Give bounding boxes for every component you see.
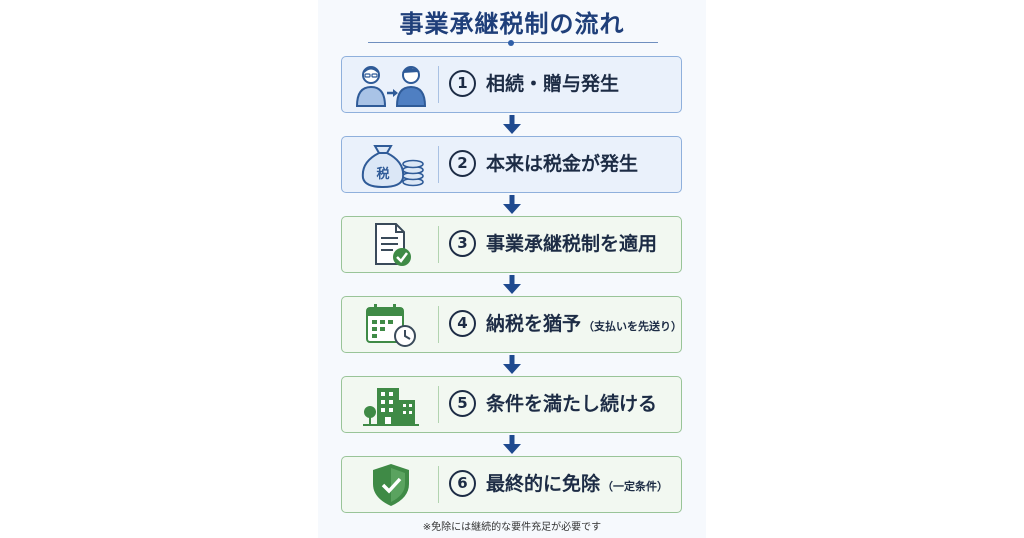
calendar-clock-icon: [352, 301, 430, 348]
document-check-icon: [352, 221, 430, 268]
down-arrow-icon: [503, 195, 521, 214]
down-arrow-icon: [503, 435, 521, 454]
step-3-box: 3 事業承継税制を適用: [341, 216, 682, 273]
down-arrow-icon: [503, 355, 521, 374]
step-number: 2: [449, 150, 476, 177]
step-divider: [438, 466, 439, 503]
step-number: 5: [449, 390, 476, 417]
parent-to-child-icon: [352, 61, 430, 108]
step-label: 本来は税金が発生: [486, 153, 639, 175]
step-label: 相続・贈与発生: [486, 73, 620, 95]
step-number: 3: [449, 230, 476, 257]
building-icon: [352, 381, 430, 428]
down-arrow-icon: [503, 275, 521, 294]
step-number: 6: [449, 470, 476, 497]
step-divider: [438, 66, 439, 103]
diagram-title: 事業承継税制の流れ: [399, 10, 625, 38]
step-label: 最終的に免除（一定条件）: [486, 473, 669, 495]
step-label: 条件を満たし続ける: [486, 393, 658, 415]
step-2-box: 税 2 本来は税金が発生: [341, 136, 682, 193]
step-divider: [438, 226, 439, 263]
step-5-box: 5 条件を満たし続ける: [341, 376, 682, 433]
title-underline-dot: [508, 40, 514, 46]
tax-money-bag-icon: 税: [352, 141, 430, 188]
step-label: 納税を猶予（支払いを先送り）: [486, 313, 683, 335]
step-divider: [438, 386, 439, 423]
step-4-box: 4 納税を猶予（支払いを先送り）: [341, 296, 682, 353]
step-6-box: 6 最終的に免除（一定条件）: [341, 456, 682, 513]
step-label: 事業承継税制を適用: [486, 233, 658, 255]
step-number: 4: [449, 310, 476, 337]
shield-check-icon: [352, 461, 430, 508]
tax-icon-text: 税: [376, 166, 389, 182]
step-divider: [438, 306, 439, 343]
down-arrow-icon: [503, 115, 521, 134]
step-divider: [438, 146, 439, 183]
step-number: 1: [449, 70, 476, 97]
footnote: ※免除には継続的な要件充足が必要です: [422, 522, 602, 533]
step-1-box: 1 相続・贈与発生: [341, 56, 682, 113]
